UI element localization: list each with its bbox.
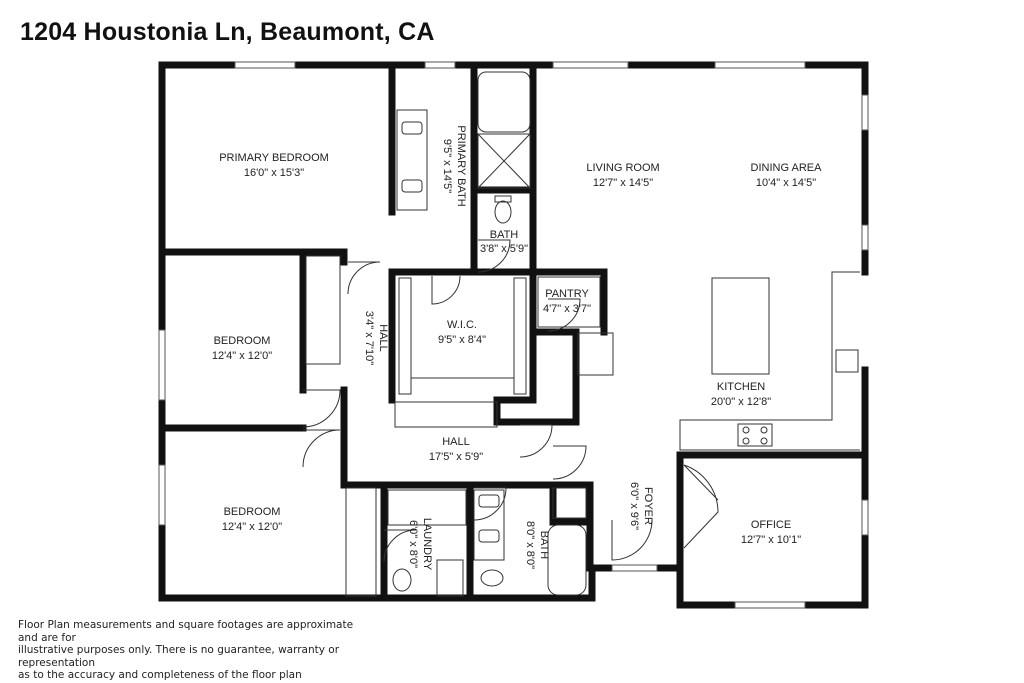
bedroom-2-name: BEDROOM: [224, 506, 281, 518]
wic-dims: 9'5" x 8'4": [438, 334, 486, 346]
foyer-name: FOYER: [642, 487, 654, 525]
pantry-name: PANTRY: [545, 288, 589, 300]
primary-bath-name: PRIMARY BATH: [455, 125, 467, 206]
bath-2-name: BATH: [538, 531, 550, 560]
bath-small-dims: 3'8" x 5'9": [480, 243, 528, 255]
office-dims: 12'7" x 10'1": [741, 534, 801, 546]
dining-area-dims: 10'4" x 14'5": [756, 177, 816, 189]
bedroom-1-dims: 12'4" x 12'0": [212, 350, 272, 362]
kitchen-name: KITCHEN: [717, 381, 765, 393]
hall-upper-dims: 3'4" x 7'10": [363, 311, 375, 365]
door-swings: [302, 239, 719, 563]
hall-upper-name: HALL: [377, 324, 389, 352]
primary-bedroom-name: PRIMARY BEDROOM: [219, 152, 329, 164]
page-title: 1204 Houstonia Ln, Beaumont, CA: [20, 18, 435, 46]
disclaimer-line-3: as to the accuracy and completeness of t…: [18, 669, 302, 682]
room-labels: PRIMARY BEDROOM 16'0" x 15'3" PRIMARY BA…: [212, 125, 822, 570]
disclaimer: Floor Plan measurements and square foota…: [18, 619, 368, 682]
living-room-name: LIVING ROOM: [586, 162, 659, 174]
office-name: OFFICE: [751, 519, 791, 531]
fixtures: [305, 71, 860, 597]
hall-main-dims: 17'5" x 5'9": [429, 451, 483, 463]
bath-2-dims: 8'0" x 8'0": [524, 521, 536, 569]
bath-small-name: BATH: [490, 229, 519, 241]
primary-bath-dims: 9'5" x 14'5": [441, 139, 453, 193]
hall-main-name: HALL: [442, 436, 470, 448]
laundry-dims: 6'0" x 8'0": [407, 520, 419, 568]
windows: [158, 61, 869, 609]
wic-name: W.I.C.: [447, 319, 477, 331]
kitchen-dims: 20'0" x 12'8": [711, 396, 771, 408]
disclaimer-line-1: Floor Plan measurements and square foota…: [18, 619, 354, 644]
disclaimer-line-2: illustrative purposes only. There is no …: [18, 644, 340, 669]
laundry-name: LAUNDRY: [421, 518, 433, 571]
living-room-dims: 12'7" x 14'5": [593, 177, 653, 189]
pantry-dims: 4'7" x 3'7": [543, 303, 591, 315]
foyer-dims: 6'0" x 9'6": [628, 482, 640, 530]
primary-bedroom-dims: 16'0" x 15'3": [244, 167, 304, 179]
dining-area-name: DINING AREA: [751, 162, 823, 174]
bedroom-1-name: BEDROOM: [214, 335, 271, 347]
bedroom-2-dims: 12'4" x 12'0": [222, 521, 282, 533]
